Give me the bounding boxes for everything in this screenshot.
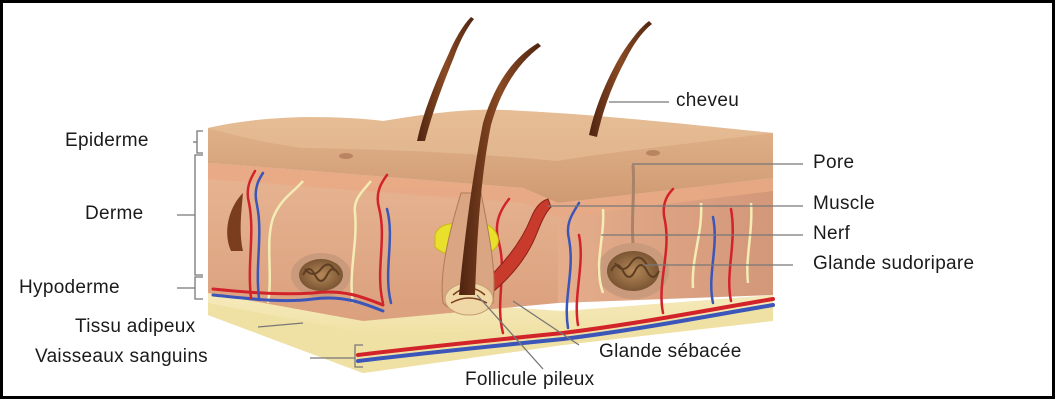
label-muscle: Muscle	[813, 193, 875, 215]
label-vaisseaux-sanguins: Vaisseaux sanguins	[35, 346, 208, 368]
label-epiderme: Epiderme	[65, 130, 149, 152]
label-glande-sudoripare: Glande sudoripare	[813, 253, 974, 275]
label-hypoderme: Hypoderme	[19, 277, 120, 299]
label-pore: Pore	[813, 152, 854, 174]
label-glande-sebacee: Glande sébacée	[599, 341, 742, 363]
sweat-gland-left	[291, 253, 351, 297]
label-derme: Derme	[85, 203, 144, 225]
label-follicule-pileux: Follicule pileux	[465, 369, 594, 391]
label-cheveu: cheveu	[676, 90, 739, 112]
label-tissu-adipeux: Tissu adipeux	[75, 316, 195, 338]
label-nerf: Nerf	[813, 223, 850, 245]
